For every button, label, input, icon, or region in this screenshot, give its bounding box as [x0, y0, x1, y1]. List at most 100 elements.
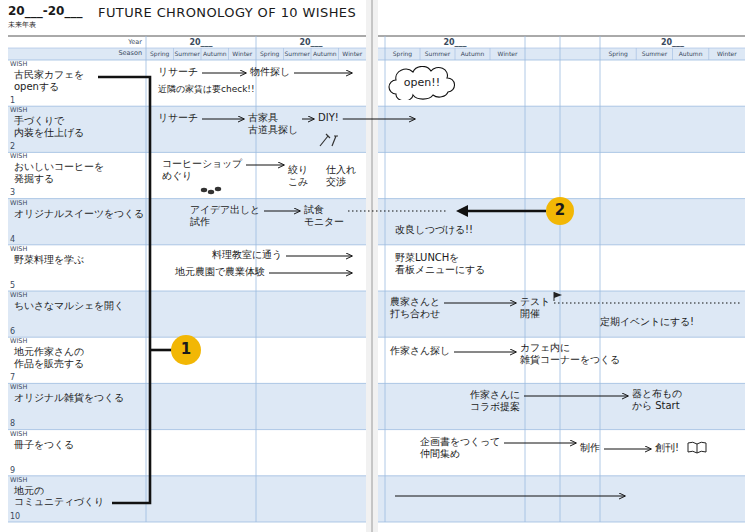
- season-divider: [708, 48, 709, 60]
- handwritten-note: 料理教室に通う: [212, 249, 282, 261]
- season-label: Autumn: [313, 51, 337, 58]
- wish-text: オリジナルスイーツをつくる: [14, 208, 144, 220]
- row-line: [8, 522, 366, 523]
- wish-text: 手づくりで 内装を仕上げる: [14, 115, 84, 138]
- column-divider: [560, 36, 561, 522]
- season-label: Spring: [608, 51, 627, 58]
- row-line: [378, 337, 745, 338]
- row-header: Year: [128, 39, 142, 46]
- year-label: 20___: [299, 38, 322, 47]
- row-band: [378, 291, 745, 337]
- season-divider: [420, 48, 421, 60]
- row-band: [8, 106, 366, 152]
- handwritten-note: DIY!: [318, 112, 339, 124]
- handwritten-note: 物件探し: [250, 66, 290, 78]
- callout-number: 2: [546, 197, 574, 225]
- year-label: 20___: [189, 38, 212, 47]
- handwritten-note: 制作: [580, 442, 600, 454]
- wish-number: 2: [10, 142, 15, 151]
- row-line: [378, 429, 745, 430]
- row-line: [8, 60, 366, 61]
- wish-tag: WISH: [10, 477, 27, 484]
- handwritten-note: テスト 開催: [520, 296, 550, 319]
- row-band: [8, 383, 366, 429]
- season-divider: [455, 48, 456, 60]
- handwritten-note: 創刊!: [655, 442, 679, 454]
- timeline-arrow: [504, 443, 576, 444]
- timeline-arrow: [202, 73, 246, 74]
- timeline-arrow: [302, 119, 314, 120]
- season-label: Autumn: [203, 51, 227, 58]
- season-label: Summer: [425, 51, 450, 58]
- season-divider: [173, 48, 174, 60]
- row-band: [378, 106, 745, 152]
- season-label: Winter: [498, 51, 518, 58]
- handwritten-note: 器と布もの から Start: [632, 388, 682, 411]
- season-divider: [636, 48, 637, 60]
- wish-tag: WISH: [10, 384, 27, 391]
- wish-cell: WISH5野菜料理を学ぶ: [8, 245, 146, 291]
- header-rule: [8, 36, 366, 37]
- page-spine: [366, 0, 378, 532]
- handwritten-note: 近隣の家賃は要check!!: [158, 84, 255, 94]
- season-label: Autumn: [461, 51, 485, 58]
- row-band: [8, 291, 366, 337]
- book-icon: [688, 442, 706, 453]
- handwritten-note: 改良しつづける!!: [395, 224, 473, 236]
- handwritten-note: カフェ内に 雑貨コーナーをつくる: [520, 342, 620, 365]
- handwritten-note: 作家さんに コラボ提案: [470, 389, 520, 412]
- callout-text: 2: [555, 202, 565, 219]
- wish-text: おいしいコーヒーを 発掘する: [14, 161, 104, 184]
- year-divider: [146, 36, 147, 522]
- year-divider: [256, 36, 257, 522]
- season-label: Spring: [393, 51, 412, 58]
- wish-tag: WISH: [10, 200, 27, 207]
- season-label: Winter: [232, 51, 252, 58]
- bubble-text: open!!: [404, 77, 440, 90]
- callout-text: 1: [181, 341, 191, 358]
- handwritten-note: 企画書をつくって 仲間集め: [420, 436, 500, 459]
- row-line: [378, 106, 745, 107]
- wish-cell: WISH6ちいさなマルシェを開く: [8, 291, 146, 337]
- handwritten-note: アイデア出しと 試作: [190, 204, 260, 227]
- timeline-arrow: [202, 119, 244, 120]
- year-range: 20___-20___: [8, 5, 82, 19]
- handwritten-note: 絞り こみ: [288, 164, 308, 187]
- timeline-arrow: [269, 273, 352, 274]
- handwritten-note: 地元農園で農業体験: [175, 266, 265, 278]
- year-divider: [385, 36, 386, 522]
- wish-text: オリジナル雑貨をつくる: [14, 392, 124, 404]
- callout-number: 1: [171, 335, 201, 365]
- wish-text: 冊子をつくる: [14, 439, 74, 451]
- row-line: [8, 244, 366, 245]
- callout-arrowhead: [456, 205, 468, 217]
- wish-tag: WISH: [10, 246, 27, 253]
- timeline-arrow: [604, 449, 651, 450]
- wish-number: 5: [10, 281, 15, 290]
- season-divider: [338, 48, 339, 60]
- header-line: [8, 48, 366, 49]
- wish-number: 3: [10, 188, 15, 197]
- row-line: [8, 429, 366, 430]
- flag-icon: [554, 292, 562, 301]
- wish-cell: WISH10地元の コミュニティづくり: [8, 476, 146, 522]
- wish-tag: WISH: [10, 153, 27, 160]
- row-line: [378, 475, 745, 476]
- subtitle: 未来年表: [8, 21, 36, 29]
- season-band: [8, 48, 366, 60]
- handwritten-note: 試食 モニター: [304, 204, 344, 227]
- handwritten-note: 定期イベントにする!: [600, 316, 694, 328]
- page-title: FUTURE CHRONOLOGY OF 10 WISHES: [98, 6, 356, 21]
- season-divider: [672, 48, 673, 60]
- season-label: Autumn: [679, 51, 703, 58]
- handwritten-note: コーヒーショップ めぐり: [162, 158, 242, 181]
- wish-cell: WISH 3 おいしいコーヒーを 発掘する: [8, 152, 146, 198]
- row-line: [8, 198, 366, 199]
- row-band: [8, 199, 366, 245]
- row-band: [378, 383, 745, 429]
- wish-tag: WISH: [10, 292, 27, 299]
- tool-icon: [320, 134, 338, 146]
- handwritten-note: 古家具 古道具探し: [248, 112, 298, 135]
